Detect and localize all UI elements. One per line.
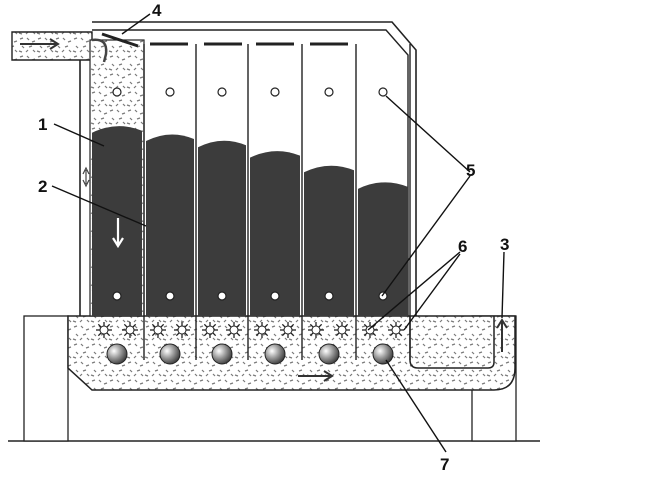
label-1: 1 [38,115,47,134]
nozzle-icon [165,291,175,301]
packed-bed [250,151,300,316]
nozzle-icon [217,87,227,97]
nozzle-icon [270,87,280,97]
star-feeder-icon [334,322,350,338]
nozzle-icon [112,87,122,97]
star-feeder-icon [150,322,166,338]
vessel-roof-inner [92,29,409,316]
bottom-flow-arrow [298,370,334,382]
nozzle-icon [324,291,334,301]
label-3: 3 [500,235,509,254]
discharge-ball-icon [159,343,181,365]
nozzle-icon [165,87,175,97]
star-feeder-icon [388,322,404,338]
discharge-ball-icon [372,343,394,365]
down-arrow [112,218,124,249]
packed-bed [146,134,194,316]
nozzle-icon [270,291,280,301]
nozzle-icon [324,87,334,97]
label-4: 4 [152,1,162,20]
discharge-ball-icon [318,343,340,365]
nozzle-icon [112,291,122,301]
label-5: 5 [466,161,475,180]
star-feeder-icon [174,322,190,338]
leader-lines [51,13,505,453]
column-walls [143,44,411,360]
discharge-ball-icon [106,343,128,365]
inlet-channel [11,31,93,61]
label-7: 7 [440,455,449,474]
discharge-ball-icon [264,343,286,365]
left-support [23,315,69,442]
star-feeder-icon [254,322,270,338]
nozzle-icon [378,291,388,301]
deflector-plate [101,32,139,48]
nozzle-icon [217,291,227,301]
discharge-ball-icon [211,343,233,365]
star-feeder-icon [122,322,138,338]
star-feeder-icon [96,322,112,338]
star-feeder-icon [308,322,324,338]
label-6: 6 [458,237,467,256]
outlet-up-arrow [496,318,508,352]
nozzle-group [112,87,388,301]
label-2: 2 [38,177,47,196]
star-feeder-icon [226,322,242,338]
inlet-hook [91,38,108,63]
bottom-trough [67,315,516,391]
inlet-arrow [20,38,60,50]
feeder-group [96,322,404,365]
outer-vessel [79,21,417,316]
bed-group [92,126,408,316]
star-feeder-icon [202,322,218,338]
star-feeder-icon [280,322,296,338]
packed-bed [304,165,354,316]
updown-arrow [82,166,90,188]
packed-bed [198,140,246,316]
nozzle-icon [378,87,388,97]
packed-bed [358,182,408,316]
